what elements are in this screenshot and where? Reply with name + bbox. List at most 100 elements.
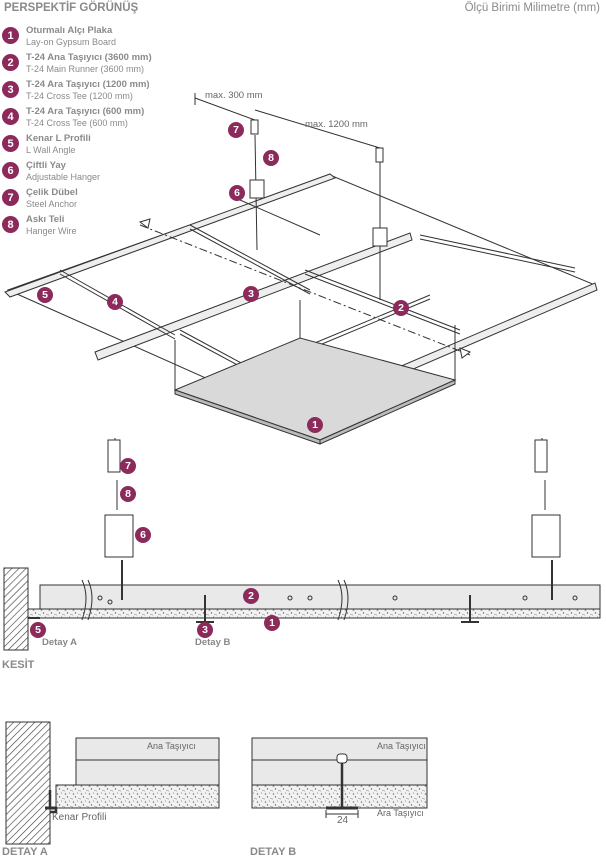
steel-anchor-section	[534, 439, 548, 473]
main-runner	[4, 173, 337, 298]
steel-anchor	[250, 119, 259, 135]
legend-tr: Kenar L Profili	[26, 133, 91, 144]
legend-tr: Askı Teli	[26, 214, 65, 225]
legend-badge: 7	[2, 189, 19, 206]
wall-detail	[5, 721, 51, 845]
legend-tr: Oturmalı Alçı Plaka	[26, 25, 113, 36]
cross-tee	[309, 298, 431, 350]
detail-a-main-runner-label: Ana Taşıyıcı	[147, 741, 196, 751]
hanger-spring-section	[531, 514, 561, 558]
legend-en: T-24 Cross Tee (600 mm)	[26, 117, 128, 128]
marker-2: 2	[243, 588, 259, 604]
legend-badge: 5	[2, 135, 19, 152]
cross-tee	[419, 238, 576, 273]
marker-7: 7	[120, 458, 136, 474]
hanger-spring-section	[104, 514, 134, 558]
legend-badge: 3	[2, 81, 19, 98]
section-drawing	[3, 438, 601, 651]
marker-8: 8	[263, 150, 279, 166]
main-runner-section	[39, 584, 601, 610]
legend-en: T-24 Main Runner (3600 mm)	[26, 63, 145, 74]
section-detail-a-label: Detay A	[42, 637, 78, 648]
board-detail	[251, 784, 428, 809]
dimension-max1200: max. 1200 mm	[305, 119, 368, 130]
hanger-spring	[372, 227, 388, 247]
legend-item: 3 T-24 Ara Taşıyıcı (1200 mm)T-24 Cross T…	[2, 79, 192, 107]
legend-tr: T-24 Ara Taşıyıcı (1200 mm)	[26, 79, 150, 90]
gypsum-board-edge	[319, 379, 456, 445]
marker-5: 5	[37, 287, 53, 303]
legend-en: Hanger Wire	[26, 225, 77, 236]
detail-a-edge-profile-label: Kenar Profili	[52, 812, 107, 823]
legend-item: 4 T-24 Ara Taşıyıcı (600 mm)T-24 Cross Te…	[2, 106, 192, 134]
main-runner-detail	[75, 737, 220, 786]
units-note: Ölçü Birimi Milimetre (mm)	[464, 2, 600, 14]
marker-4: 4	[107, 294, 123, 310]
section-arrow	[459, 347, 472, 359]
cross-tee-bulb	[336, 753, 348, 764]
section-title: KESİT	[2, 659, 35, 671]
dimension-line	[254, 109, 381, 149]
detail-b-width-label: 24	[337, 815, 349, 826]
legend-en: Adjustable Hanger	[26, 171, 101, 182]
center-line	[139, 224, 471, 356]
dimension-max300: max. 300 mm	[205, 90, 263, 101]
page-title: PERSPEKTİF GÖRÜNÜŞ	[4, 2, 139, 14]
marker-7: 7	[228, 122, 244, 138]
marker-6: 6	[135, 527, 151, 543]
break-mark	[81, 579, 93, 621]
marker-1: 1	[264, 615, 280, 631]
legend-en: Steel Anchor	[26, 198, 78, 209]
detail-a-drawing	[5, 721, 220, 845]
board-detail	[55, 784, 220, 809]
marker-3: 3	[197, 622, 213, 638]
break-mark	[337, 579, 349, 621]
hanger-spring	[249, 179, 265, 199]
section-arrow	[138, 218, 151, 229]
marker-6: 6	[229, 185, 245, 201]
marker-1: 1	[307, 417, 323, 433]
cross-tee	[309, 294, 431, 346]
steel-anchor	[375, 147, 384, 163]
legend-en: L Wall Angle	[26, 144, 76, 155]
marker-2: 2	[393, 300, 409, 316]
legend-en: Lay-on Gypsum Board	[26, 36, 117, 47]
legend-tr: Çelik Dübel	[26, 187, 78, 198]
legend-badge: 6	[2, 162, 19, 179]
legend-tr: Çiftli Yay	[26, 160, 66, 171]
detail-b-title: DETAY B	[250, 846, 297, 858]
detail-b-cross-tee-label: Ara Taşıyıcı	[377, 808, 424, 818]
legend-en: T-24 Cross Tee (1200 mm)	[26, 90, 133, 101]
legend-tr: T-24 Ara Taşıyıcı (600 mm)	[26, 106, 145, 117]
detail-a-title: DETAY A	[2, 846, 48, 858]
marker-8: 8	[120, 486, 136, 502]
dimension-line	[194, 97, 256, 121]
cross-tee	[304, 269, 461, 331]
cross-tee	[239, 199, 321, 236]
section-detail-b-label: Detay B	[195, 637, 231, 648]
detail-b-drawing	[251, 737, 428, 818]
cross-tee	[419, 234, 576, 269]
legend-badge: 4	[2, 108, 19, 125]
steel-anchor-section	[107, 439, 121, 473]
cross-tee	[189, 228, 311, 295]
legend-badge: 1	[2, 27, 19, 44]
marker-3: 3	[243, 286, 259, 302]
cross-tee	[304, 273, 461, 335]
legend-badge: 8	[2, 216, 19, 233]
cross-tee	[189, 224, 311, 291]
legend-tr: T-24 Ana Taşıyıcı (3600 mm)	[26, 52, 152, 63]
board-section	[27, 608, 601, 619]
detail-b-main-runner-label: Ana Taşıyıcı	[377, 741, 426, 751]
marker-5: 5	[30, 622, 46, 638]
perspective-drawing	[4, 93, 598, 445]
wall	[3, 567, 29, 651]
